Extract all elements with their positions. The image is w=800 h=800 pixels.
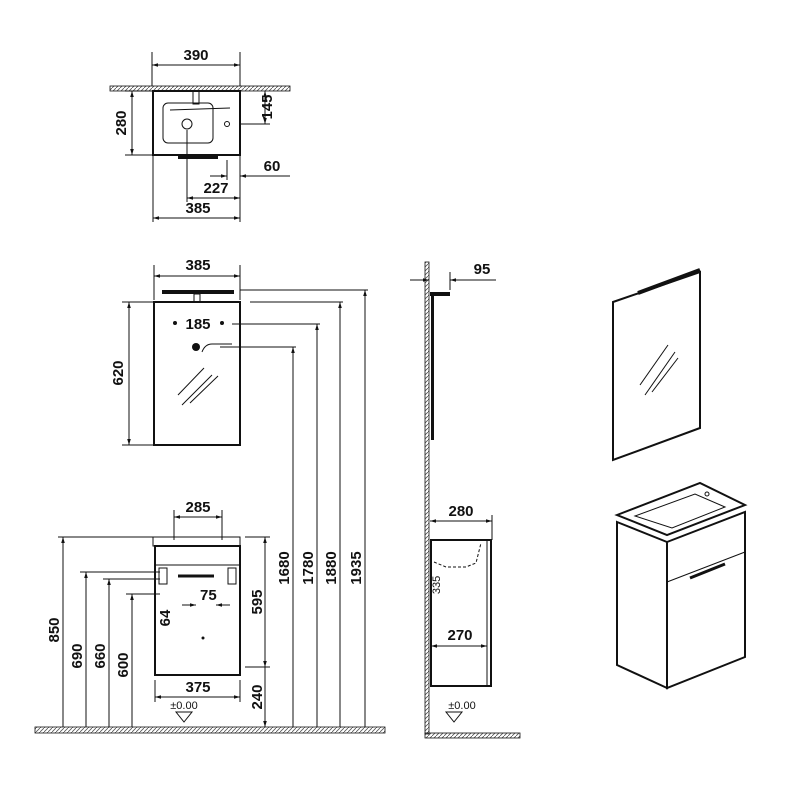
dim-280-side-label: 280: [448, 503, 473, 520]
dim-145-label: 145: [259, 94, 276, 119]
perspective-render: [612, 268, 748, 690]
level-triangle-side-icon: [444, 711, 464, 723]
dim-660-label: 660: [92, 643, 109, 668]
dim-60-label: 60: [264, 158, 281, 175]
top-view: 390 280 145 60 227 385: [109, 47, 291, 222]
cabinet-side-3d: [616, 520, 668, 690]
dim-385-label: 385: [185, 200, 210, 217]
trap-label: 335: [431, 576, 443, 594]
mirror-side: [431, 296, 434, 440]
dim-600-label: 600: [115, 652, 132, 677]
dim-75-label: 75: [200, 587, 217, 604]
dim-1680-label: 1680: [276, 551, 293, 584]
cabinet-body: [154, 545, 241, 676]
basin-bowl: [162, 102, 214, 144]
dim-1780-label: 1780: [300, 551, 317, 584]
dim-285-label: 285: [185, 499, 210, 516]
cabinet-handle: [689, 562, 726, 580]
dim-375-label: 375: [185, 679, 210, 696]
dim-185-label: 185: [185, 316, 210, 333]
dim-280-label: 280: [113, 110, 130, 135]
dim-227-label: 227: [203, 180, 228, 197]
wall-side: [424, 261, 430, 735]
tap-hole-icon: [224, 121, 230, 127]
dim-620-label: 620: [110, 360, 127, 385]
cabinet-front-view: 285 75 64 375 ±0.00 850 690 660 600 595 …: [34, 499, 386, 734]
side-view: 95 280 335 270 ±0.00: [410, 261, 521, 739]
floor-level-label: ±0.00: [170, 700, 197, 712]
mirror-3d: [612, 270, 701, 462]
basin-top-3d: [614, 481, 748, 537]
mirror-light: [162, 290, 234, 294]
dim-64-label: 64: [157, 609, 174, 626]
dim-95-label: 95: [474, 261, 491, 278]
dim-390-label: 390: [183, 47, 208, 64]
cabinet-front-3d: [666, 510, 746, 690]
floor: [34, 726, 386, 734]
socket-icon: [192, 343, 200, 351]
floor-level-side-label: ±0.00: [448, 700, 475, 712]
mirror: [153, 301, 241, 446]
cabinet-side: [430, 539, 492, 687]
dim-850-label: 850: [46, 617, 63, 642]
dim-690-label: 690: [69, 643, 86, 668]
dim-595-label: 595: [249, 589, 266, 614]
level-triangle-icon: [174, 711, 194, 723]
dim-1935-label: 1935: [348, 551, 365, 584]
basin-outline: [152, 90, 241, 156]
dim-1880-label: 1880: [323, 551, 340, 584]
mirror-front-view: 385 620 185 1680 1780 1880 1935: [110, 257, 368, 727]
floor-side: [424, 732, 521, 739]
dim-240-label: 240: [249, 684, 266, 709]
drain-icon: [181, 118, 193, 130]
dim-385-mirror-label: 385: [185, 257, 210, 274]
dim-270-label: 270: [447, 627, 472, 644]
basin-top: [152, 536, 241, 547]
